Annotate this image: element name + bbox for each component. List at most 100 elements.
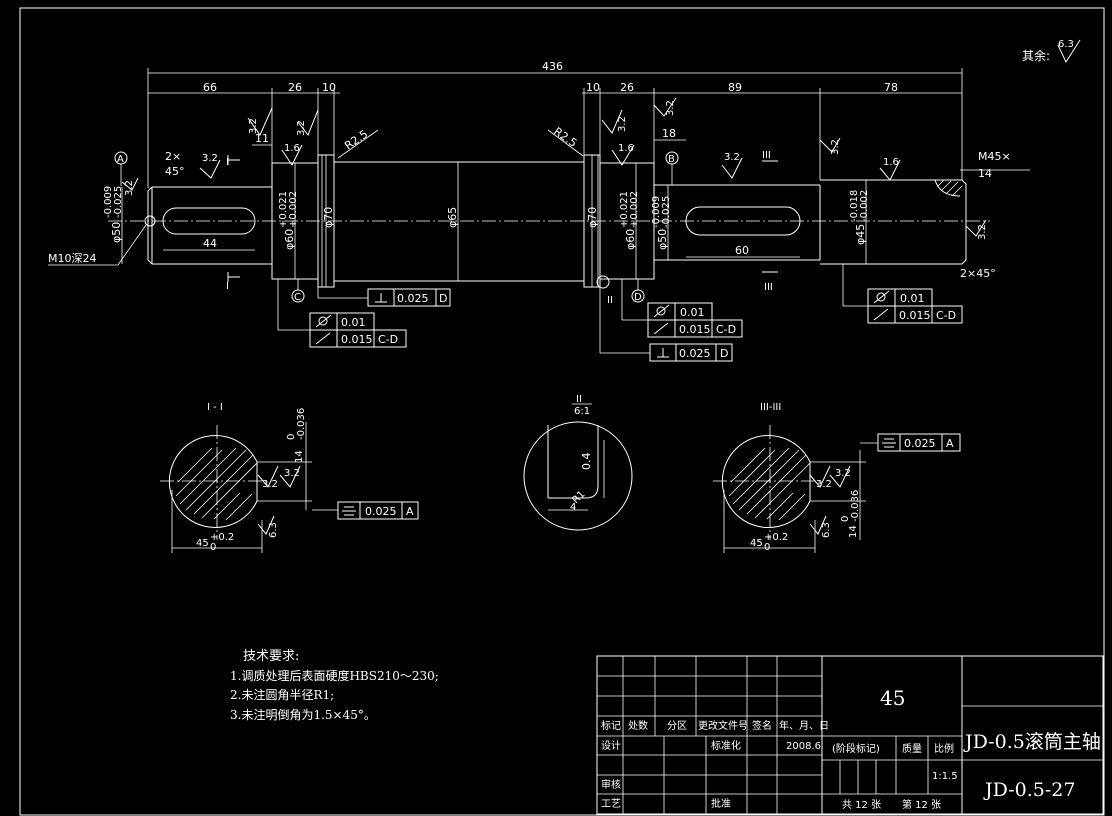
tb-header-2: 分区 (667, 720, 687, 732)
tolerance-frame-perp-left: 0.025 D (317, 287, 451, 307)
dim-18: 18 (662, 127, 676, 140)
ra-32-f: 3.2 (724, 152, 740, 163)
section-I-depth: 14 (294, 450, 305, 463)
dia-45-tol-upper: -0.018 (849, 190, 860, 222)
section-II-depth: 0.4 (580, 453, 593, 471)
dia-65: φ65 (446, 207, 459, 228)
section-II-detail (523, 421, 633, 531)
dia-45: φ45 (854, 224, 867, 245)
tb-header-0: 标记 (601, 720, 621, 732)
datum-markers (114, 151, 679, 303)
tb-design-label: 设计 (601, 739, 621, 752)
tb-scale-label: 比例 (934, 742, 954, 755)
section-I-depth-tol-lower: -0.036 (296, 408, 307, 440)
dia-60-right-tol-upper: +0.021 (619, 191, 630, 228)
datum-D: D (634, 292, 642, 303)
tb-sheets-total: 共 12 张 (842, 799, 881, 811)
ra-32-d: 3.2 (617, 116, 628, 132)
tech-req-title: 技术要求: (243, 649, 299, 664)
section-I-width: 45 (196, 538, 209, 549)
drawing-frame (19, 7, 1105, 816)
dia-50-left-tol-upper: -0.009 (103, 186, 114, 218)
svg-text:0.01: 0.01 (680, 306, 705, 319)
section-I-top: I (226, 157, 229, 168)
ra-63-I: 6.3 (268, 522, 279, 538)
tb-stage-mark: (阶段标记) (832, 742, 880, 755)
svg-text:C-D: C-D (378, 333, 398, 346)
ra-32-III-b: 3.2 (835, 468, 851, 479)
section-III-label: III-III (760, 402, 781, 413)
svg-text:0.015: 0.015 (899, 309, 931, 322)
svg-text:0.015: 0.015 (341, 333, 373, 346)
ra-32-I-b: 3.2 (284, 468, 300, 479)
dia-60-left: φ60 (283, 229, 296, 250)
chamfer-left: 2× (165, 150, 181, 163)
section-III-sym-datum: A (946, 437, 954, 450)
center-hole-spec: M10深24 (48, 252, 97, 265)
ra-32-c: 3.2 (296, 120, 307, 136)
dim-26-left: 26 (288, 81, 302, 94)
dim-10-right: 10 (586, 81, 600, 94)
datum-C: C (294, 292, 301, 303)
datum-B: B (668, 154, 675, 165)
ra-32-i: 3.2 (124, 180, 135, 196)
finish-label: 其余: (1022, 48, 1050, 63)
dim-78: 78 (884, 81, 898, 94)
tech-req-3: 3.未注明倒角为1.5×45°。 (230, 707, 376, 722)
fillet-left: R2.5 (342, 127, 370, 152)
shaft-main-view (108, 154, 990, 289)
section-I-view (160, 422, 419, 553)
ra-16-a: 1.6 (284, 143, 300, 154)
ra-32-h: 3.2 (977, 224, 988, 240)
svg-text:0.01: 0.01 (900, 292, 925, 305)
ra-16-c: 1.6 (883, 157, 899, 168)
dim-key-60: 60 (735, 244, 749, 257)
section-II-scale: 6:1 (574, 406, 590, 417)
section-III-depth-tol-upper: 0 (840, 516, 851, 522)
tolerance-frame-perp-right: 0.025 D (599, 287, 733, 362)
fillet-right: R2.5 (551, 125, 579, 150)
section-III-sym-value: 0.025 (904, 437, 936, 450)
svg-text:0.025: 0.025 (679, 347, 711, 360)
tb-design-date: 2008.6 (786, 741, 821, 752)
section-cut-markers (227, 155, 778, 282)
dim-key-44: 44 (203, 237, 217, 250)
section-I-label: I - I (207, 402, 223, 413)
dim-10-left: 10 (322, 81, 336, 94)
tb-approve-label: 批准 (711, 797, 731, 810)
tb-mass-label: 质量 (902, 743, 922, 755)
dia-60-left-tol-lower: +0.002 (288, 191, 299, 228)
section-I-sym-value: 0.025 (365, 505, 397, 518)
datum-A: A (117, 154, 124, 165)
ra-32-e: 3.2 (665, 100, 676, 116)
section-I-width-tol-lower: 0 (210, 542, 216, 553)
title-drawing-no: JD-0.5-27 (983, 779, 1075, 801)
section-III-depth-tol-lower: -0.036 (850, 490, 861, 522)
chamfer-left-angle: 45° (165, 165, 185, 178)
tolerance-frame-mid: 0.01 0.015 C-D (621, 279, 743, 338)
section-III-width-tol-lower: 0 (764, 542, 770, 553)
dim-89: 89 (728, 81, 742, 94)
dia-50-left: φ50 (110, 222, 123, 243)
thread-depth: 14 (978, 167, 992, 180)
section-III-depth: 14 (848, 525, 859, 538)
section-I-bottom: I (226, 281, 229, 292)
finish-symbol: 6.3 (1057, 39, 1081, 64)
svg-text:C-D: C-D (936, 309, 956, 322)
section-II-mark: II (607, 295, 613, 306)
tb-header-4: 签名 (752, 719, 772, 732)
section-II-len: 4 (570, 502, 576, 513)
tb-header-3: 更改文件号 (698, 719, 748, 732)
dimension-lines (121, 68, 963, 287)
ra-63-III: 6.3 (821, 522, 832, 538)
dia-70-left: φ70 (322, 207, 335, 228)
tb-header-5: 年、月、日 (779, 719, 829, 732)
tolerance-frame-left: 0.01 0.015 C-D (277, 279, 407, 348)
dim-11: 11 (255, 132, 269, 145)
section-III-width-tol-upper: +0.2 (764, 532, 788, 543)
section-I-width-tol-upper: +0.2 (210, 532, 234, 543)
ra-32-a: 3.2 (202, 153, 218, 164)
dia-60-right: φ60 (624, 229, 637, 250)
section-III-top: III (762, 150, 771, 161)
